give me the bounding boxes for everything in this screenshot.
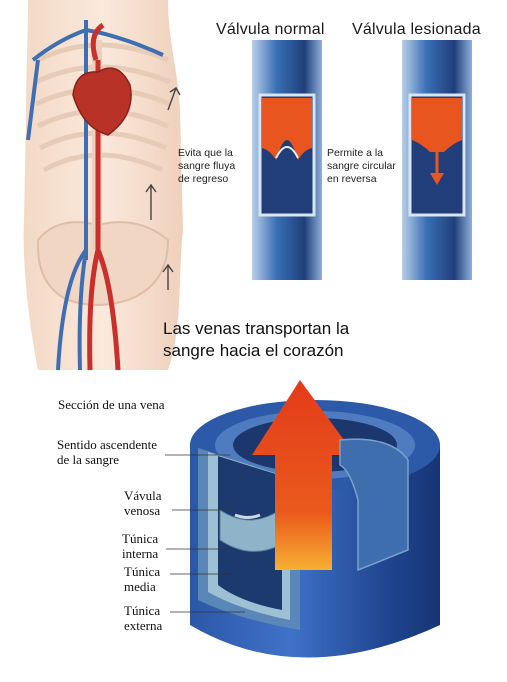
normal-valve-vein: [252, 40, 322, 280]
label-venous-valve: Vávula venosa: [124, 488, 162, 518]
normal-valve-note: Evita que la sangre fluya de regreso: [178, 147, 236, 185]
veins-caption: Las venas transportan la sangre hacia el…: [163, 319, 350, 360]
valve-open-shape: [412, 98, 462, 152]
ascending-flow-arrow: [252, 380, 355, 570]
reverse-flow-arrow: [430, 173, 444, 185]
label-tunica-interna: Túnica interna: [122, 531, 159, 561]
normal-valve-title: Válvula normal: [216, 21, 325, 38]
circulatory-body-figure: [23, 0, 184, 370]
valve-closed-shape: [262, 98, 312, 160]
label-tunica-externa: Túnica externa: [124, 603, 163, 633]
damaged-valve-note: Permite a la sangre circular en reversa: [327, 147, 396, 185]
heart-shape: [72, 67, 132, 136]
torso-illustration: [18, 0, 188, 370]
vein-cross-section: [140, 370, 480, 680]
label-blood-direction: Sentido ascendente de la sangre: [57, 437, 157, 467]
label-tunica-media: Túnica media: [124, 564, 161, 594]
vein-section-title: Sección de una vena: [58, 397, 165, 412]
damaged-valve-title: Válvula lesionada: [352, 21, 481, 38]
damaged-valve-vein: [402, 40, 472, 280]
